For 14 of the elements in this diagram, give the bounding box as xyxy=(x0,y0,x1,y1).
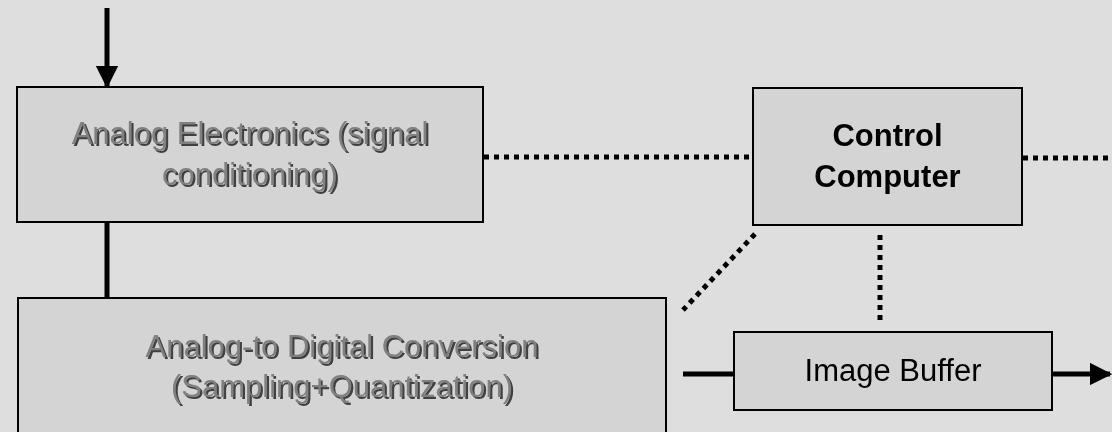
dotted-connector xyxy=(484,154,752,160)
box-label: Analog-to Digital Conversion (Sampling+Quantization) xyxy=(144,327,540,406)
connector-line xyxy=(104,223,110,297)
arrow xyxy=(95,8,119,89)
process-box xyxy=(752,87,1023,226)
arrow xyxy=(1053,362,1112,386)
process-box xyxy=(16,86,484,223)
box-label: Control Computer xyxy=(813,117,962,196)
box-label: Image Buffer xyxy=(804,351,982,390)
box-label: Analog Electronics (signal conditioning) xyxy=(70,115,430,194)
dotted-connector xyxy=(681,232,757,312)
process-box xyxy=(17,297,667,432)
connector-line xyxy=(683,371,733,377)
process-box xyxy=(733,331,1053,411)
